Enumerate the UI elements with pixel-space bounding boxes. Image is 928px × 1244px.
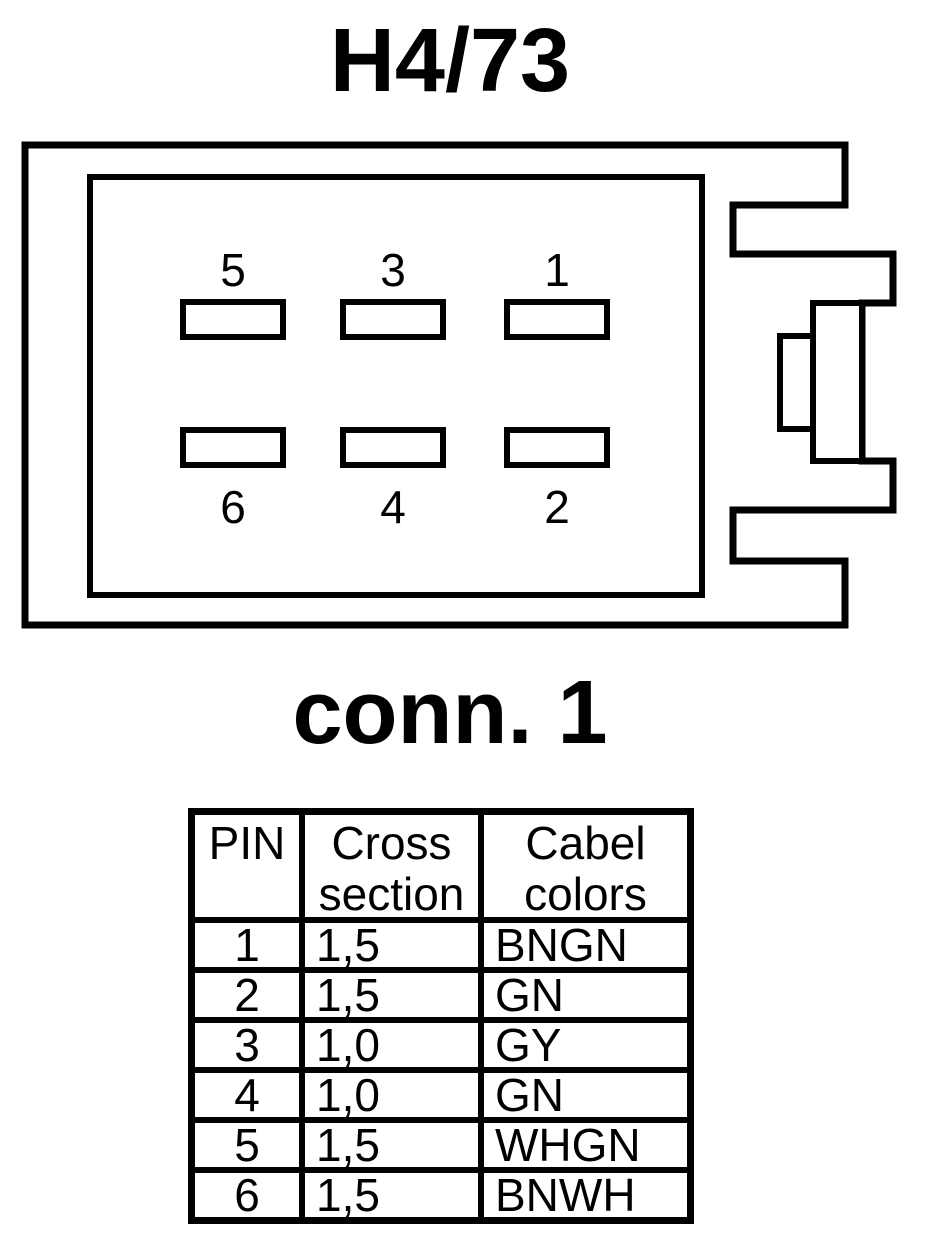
pin-table-cell-cable-color: GN — [478, 967, 687, 1021]
latch-outer-tab — [810, 300, 865, 464]
pin-table-cell-pin: 6 — [195, 1167, 299, 1221]
connector-caption: conn. 1 — [292, 663, 608, 763]
pin-table-header-cable-colors: Cabel colors — [478, 815, 687, 920]
pin-number-1: 1 — [544, 244, 570, 296]
connector-title: H4/73 — [329, 11, 571, 111]
pin-slot-3 — [340, 299, 446, 340]
connector-face — [87, 174, 705, 598]
pin-number-6: 6 — [220, 481, 246, 533]
pin-slot-2 — [504, 427, 610, 468]
pin-slot-4 — [340, 427, 446, 468]
pin-table-cell-cable-color: GN — [478, 1067, 687, 1121]
pin-table-cell-cross-section: 1,5 — [299, 967, 478, 1021]
pin-table-cell-cross-section: 1,0 — [299, 1067, 478, 1121]
pin-table-header-pin: PIN — [208, 817, 286, 869]
pin-table-cell-pin: 1 — [195, 917, 299, 971]
pin-table: PIN Cross section Cabel colors 1 1,5 BNG… — [188, 808, 694, 1224]
pin-table-cell-cross-section: 1,5 — [299, 1167, 478, 1221]
pin-slot-6 — [180, 427, 286, 468]
pin-table-cell-pin: 3 — [195, 1017, 299, 1071]
pin-number-4: 4 — [380, 481, 406, 533]
pin-number-2: 2 — [544, 481, 570, 533]
pin-table-cell-cable-color: GY — [478, 1017, 687, 1071]
pin-table-cell-cross-section: 1,5 — [299, 1117, 478, 1171]
pin-table-cell-cable-color: BNWH — [478, 1167, 687, 1221]
pin-table-cell-pin: 2 — [195, 967, 299, 1021]
connector-front-view-diagram: 5 3 1 6 4 2 — [21, 141, 897, 629]
pin-table-cell-pin: 5 — [195, 1117, 299, 1171]
pin-table-cell-cable-color: BNGN — [478, 917, 687, 971]
pin-table-cell-cross-section: 1,0 — [299, 1017, 478, 1071]
pin-slot-1 — [504, 299, 610, 340]
pin-table-header-cross-section: Cross section — [299, 815, 478, 920]
pin-number-5: 5 — [220, 244, 246, 296]
pin-number-3: 3 — [380, 244, 406, 296]
connector-housing-outline — [21, 141, 897, 629]
pin-table-cell-cross-section: 1,5 — [299, 917, 478, 971]
latch-inner-tab — [777, 333, 816, 432]
pin-slot-5 — [180, 299, 286, 340]
pin-table-cell-pin: 4 — [195, 1067, 299, 1121]
pin-table-cell-cable-color: WHGN — [478, 1117, 687, 1171]
